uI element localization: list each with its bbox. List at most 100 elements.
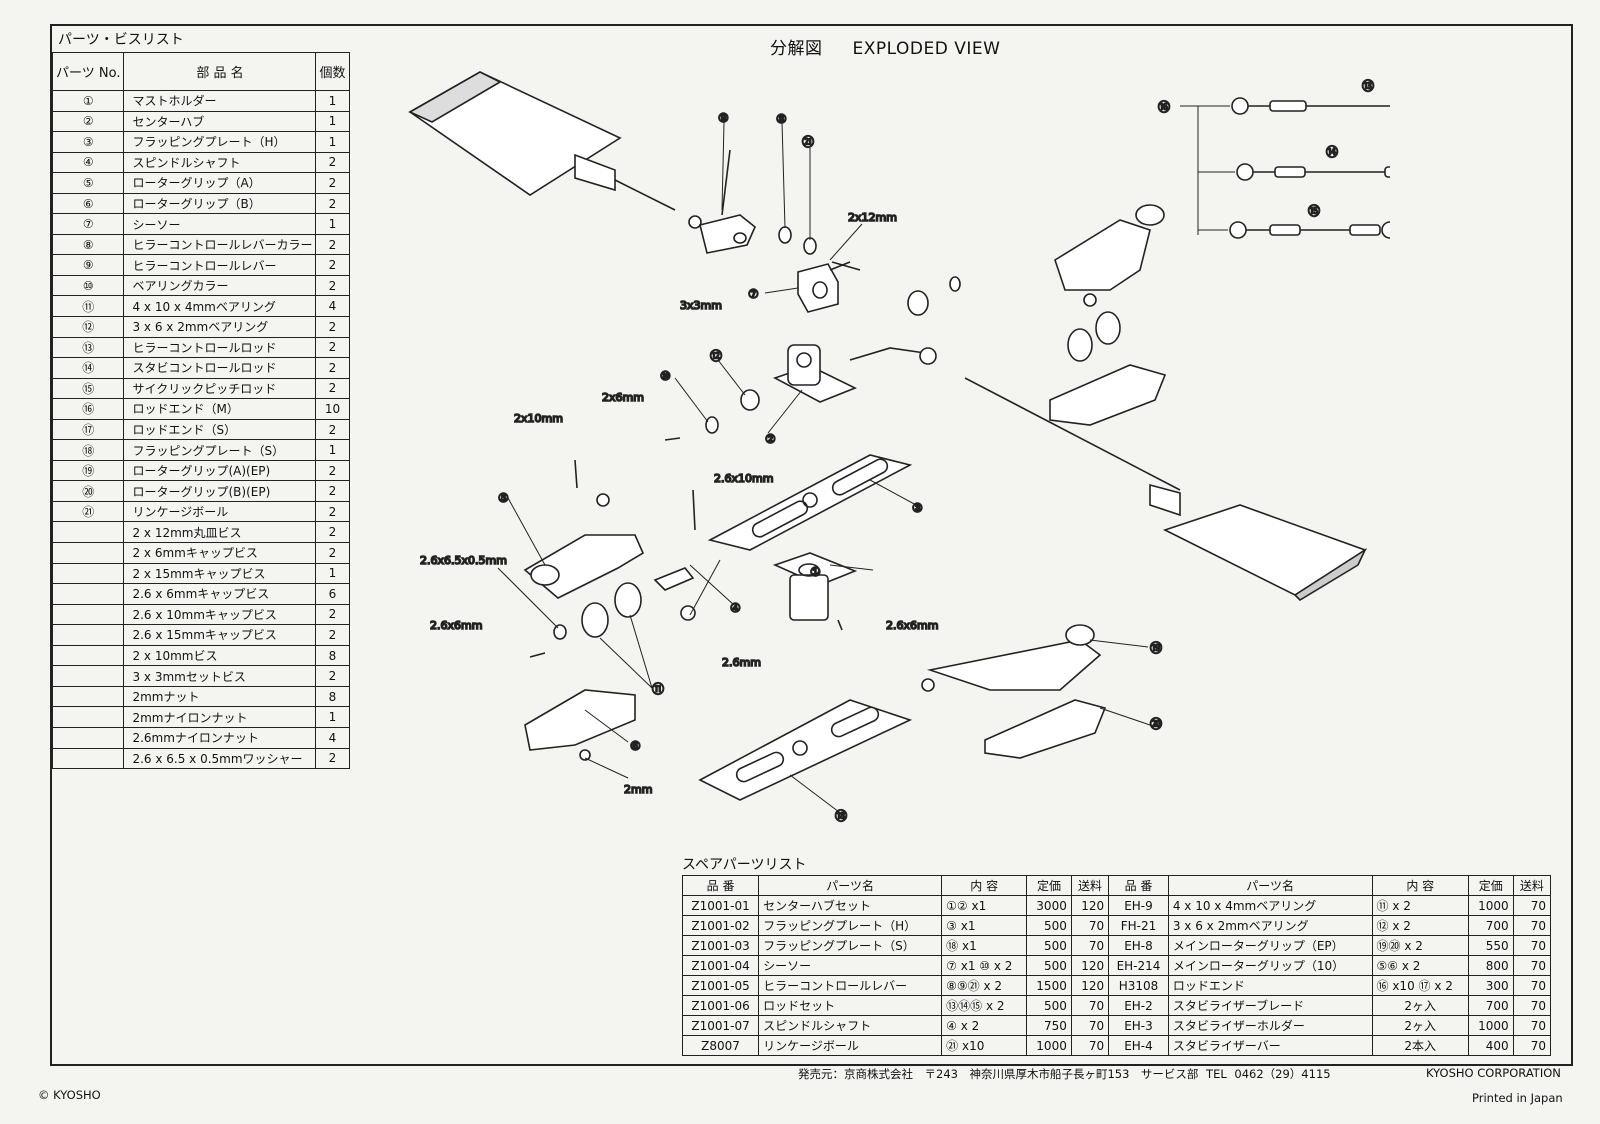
spare-cell: 750: [1026, 1015, 1072, 1036]
flapping-plate-s: [698, 699, 913, 801]
label-2-6x10mm: 2.6x10mm: [714, 472, 773, 485]
spare-cell: スタビライザーブレード: [1167, 995, 1373, 1016]
exploded-view-title-jp: 分解図: [770, 39, 823, 59]
spare-cell: 550: [1467, 935, 1514, 956]
label-19: ⑲: [1150, 641, 1162, 655]
parts-name-cell: 2.6 x 6mmキャップビス: [123, 583, 317, 605]
spare-cell: 400: [1467, 1035, 1514, 1056]
spare-cell: 500: [1026, 995, 1072, 1016]
spare-header-cell: パーツ名: [758, 875, 943, 896]
parts-name-cell: 2mmナイロンナット: [123, 706, 317, 728]
parts-name-cell: フラッピングプレート（S）: [123, 439, 317, 461]
parts-no-cell: ⑯: [51, 398, 125, 420]
parts-no-cell: ②: [51, 110, 125, 133]
corporation-name: KYOSHO CORPORATION: [1426, 1066, 1561, 1080]
parts-no-cell: [51, 521, 125, 544]
spare-cell: EH-4: [1108, 1035, 1169, 1056]
parts-name-cell: ベアリングカラー: [123, 274, 317, 297]
spare-cell: メインローターグリップ（10）: [1167, 955, 1373, 976]
spare-cell: 4 x 10 x 4mmベアリング: [1167, 895, 1373, 916]
parts-name-cell: ロッドエンド（M）: [123, 398, 317, 420]
spare-cell: Z1001-03: [681, 935, 760, 956]
parts-no-cell: ⑲: [51, 459, 125, 482]
spare-list-header-row: 品 番パーツ名内 容定価送料品 番パーツ名内 容定価送料: [681, 875, 1552, 896]
parts-no-cell: ⑨: [51, 254, 125, 276]
parts-name-cell: ヒラーコントロールレバー: [123, 254, 317, 276]
parts-name-cell: ローターグリップ(B)(EP): [123, 480, 317, 502]
label-14: ⑭: [1326, 145, 1338, 159]
parts-no-cell: ⑥: [51, 192, 125, 215]
parts-name-cell: 2.6mmナイロンナット: [123, 726, 317, 749]
spare-cell: スピンドルシャフト: [758, 1015, 943, 1036]
parts-no-cell: ⑳: [51, 480, 125, 502]
spare-cell: 500: [1026, 915, 1072, 936]
parts-name-cell: ローターグリップ（A）: [123, 172, 317, 194]
parts-name-cell: ローターグリップ(A)(EP): [123, 459, 317, 482]
parts-name-cell: ヒラーコントロールレバーカラー: [123, 233, 317, 256]
parts-qty-cell: 6: [315, 583, 350, 605]
parts-no-cell: [51, 665, 125, 687]
parts-name-cell: 2mmナット: [123, 685, 317, 708]
label-3: ③: [912, 501, 923, 515]
spare-cell: リンケージボール: [758, 1035, 943, 1056]
spare-cell: 120: [1070, 975, 1110, 996]
parts-qty-cell: 10: [315, 398, 350, 420]
parts-qty-cell: 2: [315, 459, 350, 482]
parts-name-cell: 2 x 15mmキャップビス: [123, 562, 317, 585]
spare-cell: ロッドセット: [758, 995, 943, 1016]
parts-no-cell: ⑤: [51, 172, 125, 194]
parts-no-cell: ⑦: [51, 213, 125, 235]
spare-cell: 2本入: [1371, 1035, 1469, 1056]
spare-cell: ㉑ x10: [941, 1035, 1028, 1056]
spare-header-cell: 送料: [1512, 875, 1552, 896]
label-2: ②: [765, 432, 776, 446]
parts-name-cell: 2.6 x 10mmキャップビス: [123, 603, 317, 626]
parts-qty-cell: 1: [315, 131, 350, 153]
leader-lines: [497, 121, 1151, 816]
spare-cell: 700: [1467, 915, 1514, 936]
spare-cell: FH-21: [1108, 915, 1169, 936]
parts-qty-cell: 1: [315, 90, 350, 112]
label-21: ㉑: [802, 135, 814, 149]
spare-cell: フラッピングプレート（S）: [758, 935, 943, 956]
spare-cell: 1000: [1467, 1015, 1514, 1036]
spare-cell: スタビライザーホルダー: [1167, 1015, 1373, 1036]
seesaw: [797, 263, 839, 313]
spare-cell: 1000: [1026, 1035, 1072, 1056]
spare-cell: 500: [1026, 935, 1072, 956]
spare-cell: ⑲⑳ x 2: [1371, 935, 1469, 956]
spare-cell: EH-8: [1108, 935, 1169, 956]
label-2x10mm: 2x10mm: [514, 412, 563, 425]
spare-cell: 70: [1070, 1015, 1110, 1036]
parts-name-header: 部 品 名: [123, 52, 317, 91]
label-3x3mm: 3x3mm: [680, 299, 722, 312]
parts-no-cell: [51, 685, 125, 708]
spare-cell: 1000: [1467, 895, 1514, 916]
parts-qty-cell: 2: [315, 233, 350, 256]
label-2mm: 2mm: [624, 783, 652, 796]
spare-cell: Z1001-01: [681, 895, 760, 916]
parts-qty-cell: 4: [315, 295, 350, 318]
parts-no-cell: [51, 747, 125, 770]
label-8: ⑧: [776, 112, 787, 126]
